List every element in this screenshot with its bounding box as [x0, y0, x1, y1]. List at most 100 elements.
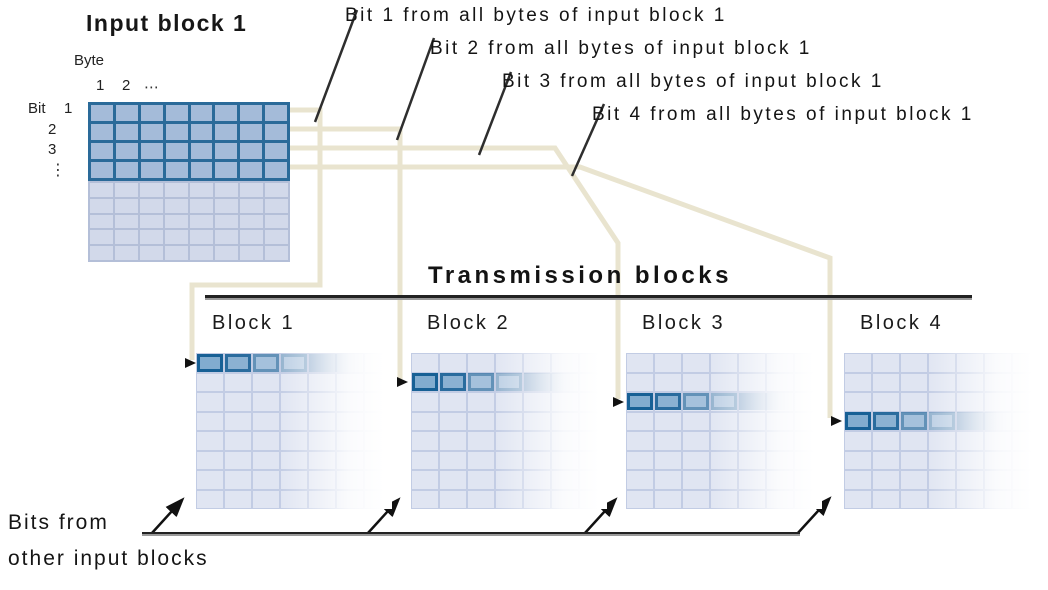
bit-number-1: 1	[64, 100, 73, 117]
grid-right-fade	[626, 353, 822, 509]
transmission-title: Transmission blocks	[428, 262, 732, 289]
input-grid-cell	[215, 214, 238, 229]
input-grid-cell-highlighted	[240, 143, 263, 159]
input-grid-cell	[240, 246, 263, 260]
bit-number-2: 2	[48, 121, 57, 138]
callout-bit1: Bit 1 from all bytes of input block 1	[345, 5, 727, 26]
bit2-route	[290, 126, 403, 379]
input-grid-cell	[115, 214, 138, 229]
bit-axis-label: Bit	[28, 100, 46, 117]
input-grid-cell	[115, 183, 138, 197]
input-grid-cell-highlighted	[265, 105, 287, 121]
input-grid-cell-highlighted	[265, 143, 287, 159]
input-grid-cell	[140, 230, 163, 245]
input-grid-cell	[90, 183, 113, 197]
byte-axis-label: Byte	[74, 52, 105, 69]
input-grid-cell	[215, 230, 238, 245]
transmission-block: Block 2	[411, 312, 607, 509]
input-grid-highlighted-rows	[88, 102, 290, 181]
transmission-block: Block 1	[196, 312, 392, 509]
callout-bit4: Bit 4 from all bytes of input block 1	[592, 104, 974, 125]
input-grid-cell-highlighted	[115, 105, 138, 121]
input-grid-cell	[165, 214, 188, 229]
input-grid-cell	[165, 198, 188, 213]
input-grid-cell-highlighted	[240, 124, 263, 140]
input-grid-cell	[140, 183, 163, 197]
transmission-block-label: Block 2	[427, 312, 511, 334]
input-grid-cell-highlighted	[165, 124, 188, 140]
input-block-title: Input block 1	[86, 10, 248, 36]
input-grid-cell	[90, 246, 113, 260]
input-grid-cell-highlighted	[115, 124, 138, 140]
input-grid-cell	[115, 198, 138, 213]
input-grid-cell-highlighted	[140, 124, 163, 140]
input-grid-cell-highlighted	[240, 105, 263, 121]
grid-right-fade	[411, 353, 607, 509]
input-grid-cell	[190, 183, 213, 197]
callout-leader-lines	[313, 9, 606, 177]
input-grid-cell	[215, 198, 238, 213]
input-grid-cell	[190, 214, 213, 229]
input-grid-cell	[190, 230, 213, 245]
input-grid-cell	[190, 198, 213, 213]
input-grid-cell	[140, 214, 163, 229]
input-grid-cell	[265, 214, 288, 229]
input-grid-cell-highlighted	[115, 162, 138, 178]
footnote-rule	[142, 532, 800, 536]
input-grid-plain-rows	[88, 181, 290, 262]
input-grid-cell	[115, 246, 138, 260]
footnote-line2: other input blocks	[8, 547, 209, 570]
input-grid-cell	[90, 198, 113, 213]
transmission-block-label: Block 3	[642, 312, 726, 334]
input-grid-cell-highlighted	[240, 162, 263, 178]
input-grid-cell-highlighted	[190, 124, 213, 140]
input-grid-cell	[265, 246, 288, 260]
callout-bit3: Bit 3 from all bytes of input block 1	[502, 71, 884, 92]
input-grid-cell	[265, 183, 288, 197]
input-grid-cell	[165, 246, 188, 260]
input-grid-cell-highlighted	[215, 162, 238, 178]
bit-ellipsis: ⋮	[50, 160, 66, 179]
input-grid-cell	[115, 230, 138, 245]
transmission-rule	[205, 295, 972, 300]
callout-bit2: Bit 2 from all bytes of input block 1	[430, 38, 812, 59]
byte-number-1: 1	[96, 77, 105, 94]
input-grid-cell-highlighted	[140, 162, 163, 178]
input-grid-cell-highlighted	[165, 162, 188, 178]
input-grid-cell-highlighted	[215, 143, 238, 159]
input-grid-cell	[190, 246, 213, 260]
input-grid-cell	[215, 246, 238, 260]
input-grid-cell-highlighted	[190, 143, 213, 159]
input-grid-cell	[140, 246, 163, 260]
input-grid-cell-highlighted	[265, 124, 287, 140]
input-grid-cell-highlighted	[91, 124, 113, 140]
input-grid-cell-highlighted	[215, 105, 238, 121]
input-grid-cell-highlighted	[165, 143, 188, 159]
input-grid-cell-highlighted	[140, 105, 163, 121]
input-grid-cell	[165, 183, 188, 197]
input-block-grid	[88, 102, 290, 262]
input-grid-cell	[90, 214, 113, 229]
input-grid-cell	[90, 230, 113, 245]
input-grid-cell-highlighted	[265, 162, 287, 178]
input-grid-cell-highlighted	[140, 143, 163, 159]
input-grid-cell-highlighted	[190, 105, 213, 121]
input-grid-cell-highlighted	[91, 162, 113, 178]
input-grid-cell-highlighted	[190, 162, 213, 178]
input-grid-cell	[265, 230, 288, 245]
grid-right-fade	[196, 353, 392, 509]
transmission-block-label: Block 4	[860, 312, 944, 334]
input-grid-cell-highlighted	[91, 105, 113, 121]
input-grid-cell-highlighted	[115, 143, 138, 159]
footnote-line1: Bits from	[8, 511, 109, 534]
input-grid-cell	[240, 230, 263, 245]
grid-right-fade	[844, 353, 1040, 509]
byte-ellipsis: ⋯	[144, 78, 159, 96]
input-grid-cell	[215, 183, 238, 197]
input-grid-cell	[240, 198, 263, 213]
input-grid-cell	[165, 230, 188, 245]
transmission-block-label: Block 1	[212, 312, 296, 334]
bit-number-3: 3	[48, 141, 57, 158]
transmission-block: Block 4	[844, 312, 1040, 509]
